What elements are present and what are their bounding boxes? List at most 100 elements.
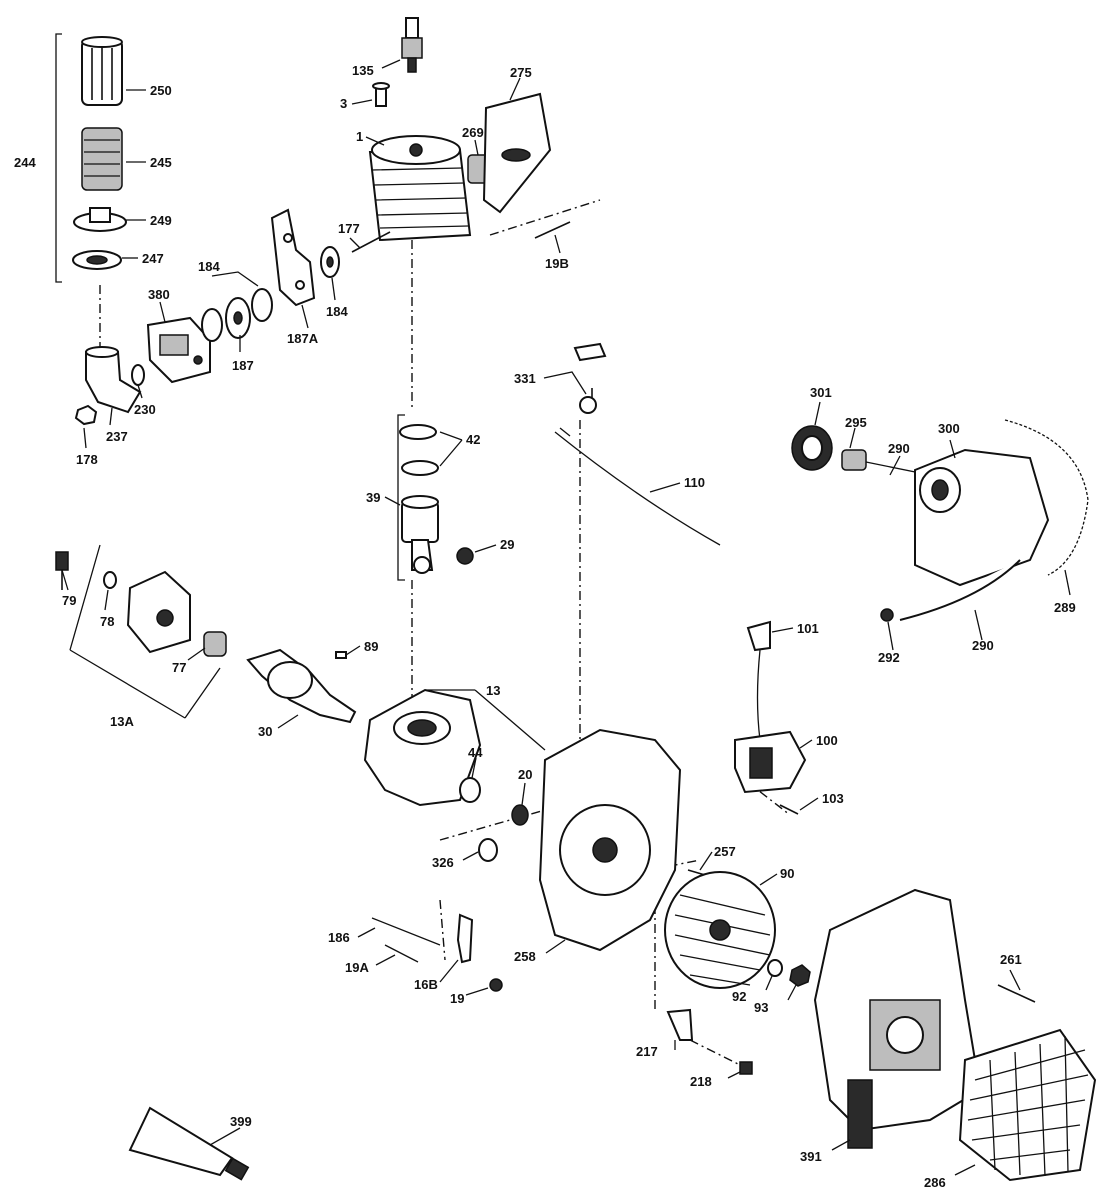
screw-103 — [779, 804, 799, 815]
callout-187: 187 — [232, 358, 254, 373]
muffler-cover — [482, 92, 552, 214]
callout-42: 42 — [466, 432, 480, 447]
grommet-292 — [880, 608, 894, 622]
callout-19: 19 — [450, 991, 464, 1006]
callout-261: 261 — [1000, 952, 1022, 967]
air-filter-cover — [81, 36, 123, 106]
callout-77: 77 — [172, 660, 186, 675]
callout-90: 90 — [780, 866, 794, 881]
callout-3: 3 — [340, 96, 347, 111]
callout-326: 326 — [432, 855, 454, 870]
bearing-77 — [203, 631, 227, 657]
piston — [401, 495, 439, 574]
callout-300: 300 — [938, 421, 960, 436]
callout-292: 292 — [878, 650, 900, 665]
callout-39: 39 — [366, 490, 380, 505]
callout-244: 244 — [14, 155, 36, 170]
fuel-filter — [841, 449, 867, 471]
callout-labels: 135 250 275 3 1 269 244 245 249 247 177 … — [14, 63, 1076, 1190]
callout-184-lower: 184 — [326, 304, 348, 319]
crankcase-half-13a — [126, 570, 191, 654]
screw-79 — [55, 551, 69, 590]
piston-group-bracket — [397, 414, 405, 581]
nut-19 — [489, 978, 503, 992]
callout-78: 78 — [100, 614, 114, 629]
starter-housing — [813, 888, 982, 1132]
spark-plug — [401, 17, 423, 73]
spark-plug-boot — [746, 620, 771, 652]
carburetor — [146, 316, 211, 384]
callout-89: 89 — [364, 639, 378, 654]
callout-380: 380 — [148, 287, 170, 302]
fuel-cap — [791, 425, 833, 471]
callout-110: 110 — [684, 475, 705, 490]
key-89 — [335, 651, 347, 659]
callout-250: 250 — [150, 83, 172, 98]
callout-19b: 19B — [545, 256, 569, 271]
callout-leader-lines — [61, 59, 1071, 1176]
seal-326 — [478, 838, 498, 862]
carb-gaskets — [201, 288, 273, 342]
callout-29: 29 — [500, 537, 514, 552]
filter-group-bracket — [55, 33, 62, 283]
filter-base — [73, 207, 127, 232]
callout-1: 1 — [356, 129, 363, 144]
callout-101: 101 — [797, 621, 819, 636]
callout-177: 177 — [338, 221, 360, 236]
choke-lever-331 — [573, 342, 607, 414]
callout-184-upper: 184 — [198, 259, 220, 274]
screw-261 — [997, 984, 1036, 1003]
grease-tube — [128, 1106, 250, 1181]
starter-handle-391 — [847, 1079, 873, 1149]
callout-230: 230 — [134, 402, 156, 417]
callout-187a: 187A — [287, 331, 319, 346]
gasket-230 — [131, 364, 145, 386]
callout-93: 93 — [754, 1000, 768, 1015]
intake-elbow — [85, 346, 142, 414]
callout-331: 331 — [514, 371, 536, 386]
nut-178 — [74, 404, 98, 426]
callout-30: 30 — [258, 724, 272, 739]
callout-289: 289 — [1054, 600, 1076, 615]
rod-19a — [384, 944, 419, 963]
callout-257: 257 — [714, 844, 736, 859]
callout-186: 186 — [328, 930, 350, 945]
engine-housing — [538, 728, 682, 952]
lever-16b — [456, 913, 474, 964]
grille-286 — [958, 1028, 1097, 1182]
seal-20 — [511, 804, 529, 826]
callout-44: 44 — [468, 745, 483, 760]
callout-275: 275 — [510, 65, 532, 80]
callout-79: 79 — [62, 593, 76, 608]
flywheel — [664, 871, 776, 989]
callout-19a: 19A — [345, 960, 369, 975]
callout-391: 391 — [800, 1149, 822, 1164]
fuel-line-290b — [899, 559, 1021, 621]
callout-20: 20 — [518, 767, 532, 782]
spring-289 — [1004, 419, 1089, 576]
callout-290-upper: 290 — [888, 441, 910, 456]
callout-100: 100 — [816, 733, 838, 748]
callout-13: 13 — [486, 683, 500, 698]
cylinder — [368, 135, 472, 242]
callout-135: 135 — [352, 63, 374, 78]
callout-103: 103 — [822, 791, 844, 806]
callout-245: 245 — [150, 155, 172, 170]
callout-301: 301 — [810, 385, 832, 400]
bearing-44 — [459, 777, 481, 803]
callout-290-lower: 290 — [972, 638, 994, 653]
screw-218 — [739, 1061, 753, 1075]
ignition-wire — [756, 649, 761, 741]
callout-247: 247 — [142, 251, 164, 266]
air-filter-element — [81, 127, 123, 191]
washer-92 — [767, 959, 783, 977]
piston-rings — [399, 424, 439, 476]
callout-217: 217 — [636, 1044, 658, 1059]
wire-186 — [371, 917, 441, 946]
heat-shield-plate — [270, 208, 316, 307]
callout-218: 218 — [690, 1074, 712, 1089]
crankshaft — [246, 648, 357, 724]
callout-286: 286 — [924, 1175, 946, 1190]
callout-295: 295 — [845, 415, 867, 430]
